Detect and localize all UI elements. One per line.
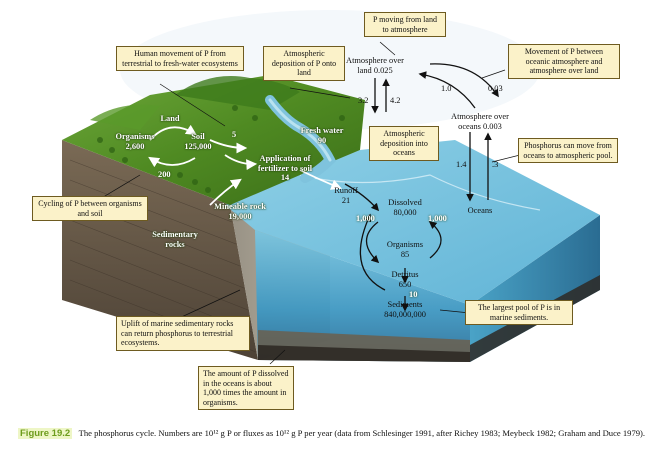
- flux-1-4: 1.4: [456, 160, 467, 169]
- callout-leaders: [94, 41, 521, 365]
- label-land: Land: [160, 114, 180, 123]
- label-fresh-water: Fresh water 90: [300, 126, 344, 145]
- label-oceans: Oceans: [467, 206, 493, 215]
- ocean-surface: [225, 140, 600, 305]
- label-sedimentary-rocks: Sedimentary rocks: [152, 230, 198, 249]
- callout-human-movement: Human movement of P from terrestrial to …: [116, 46, 244, 71]
- callout-cycling: Cycling of P between organisms and soil: [32, 196, 148, 221]
- figure-caption: Figure 19.2 The phosphorus cycle. Number…: [18, 428, 648, 439]
- label-atm-oceans: Atmosphere over oceans 0.003: [451, 112, 509, 131]
- ocean-side: [470, 215, 600, 362]
- flux-5: 5: [232, 130, 237, 139]
- callout-atm-dep-land: Atmospheric deposition of P onto land: [263, 46, 345, 81]
- flux-3: .3: [492, 160, 499, 169]
- label-organisms-land: Organisms 2,600: [115, 132, 155, 151]
- flux-1000-left: 1,000: [356, 214, 375, 223]
- callout-atm-dep-oceans: Atmospheric deposition into oceans: [369, 126, 439, 161]
- flux-1-0: 1.0: [441, 84, 452, 93]
- callout-amount-dissolved: The amount of P dissolved in the oceans …: [198, 366, 294, 410]
- flux-10: 10: [409, 290, 418, 299]
- callout-largest-pool: The largest pool of P is in marine sedim…: [465, 300, 573, 325]
- label-fertilizer: Application of fertilizer to soil 14: [257, 154, 313, 183]
- caption-text: The phosphorus cycle. Numbers are 10¹² g…: [78, 428, 646, 438]
- flux-arrows: [344, 63, 499, 312]
- flux-1000-right: 1,000: [428, 214, 447, 223]
- ocean-front: [255, 230, 470, 362]
- rock-face: [62, 140, 258, 360]
- callout-p-moving: P moving from land to atmosphere: [364, 12, 446, 37]
- label-soil: Soil 125,000: [184, 132, 212, 151]
- flux-4-2: 4.2: [390, 96, 401, 105]
- label-runoff: Runoff 21: [334, 186, 358, 205]
- callout-phosphorus-move: Phosphorus can move from oceans to atmos…: [518, 138, 618, 163]
- callout-movement-oceanic: Movement of P between oceanic atmosphere…: [508, 44, 620, 79]
- label-detritus: Detritus 650: [391, 270, 419, 289]
- land-cycle-arrows: [148, 124, 343, 206]
- label-organisms-ocean: Organisms 85: [386, 240, 424, 259]
- flux-0-03: 0.03: [488, 84, 503, 93]
- figure-number: Figure 19.2: [18, 428, 73, 439]
- label-atm-land: Atmosphere over land 0.025: [346, 56, 404, 75]
- callout-uplift: Uplift of marine sedimentary rocks can r…: [116, 316, 250, 351]
- label-mineable-rock: Mineable rock 19,000: [214, 202, 266, 221]
- flux-200: 200: [158, 170, 171, 179]
- label-dissolved: Dissolved 80,000: [388, 198, 422, 217]
- label-sediments: Sediments 840,000,000: [384, 300, 426, 319]
- flux-3-2: 3.2: [358, 96, 369, 105]
